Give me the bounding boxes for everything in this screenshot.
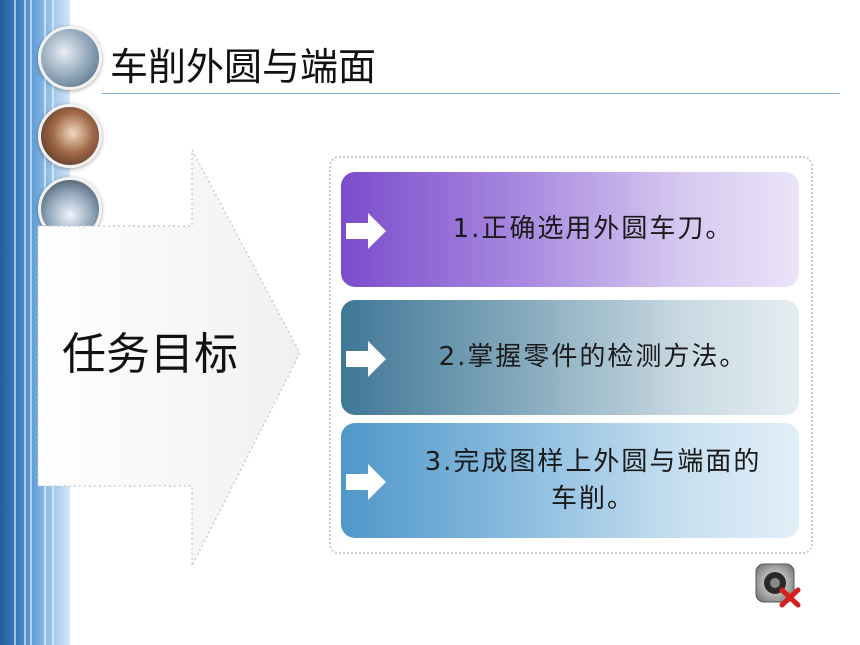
goal-item-text: 3.完成图样上外圆与端面的车削。: [424, 447, 762, 514]
right-arrow-icon: [346, 464, 386, 500]
sidebar-stripe: [24, 0, 26, 645]
right-arrow-icon: [346, 341, 386, 377]
sidebar-stripe: [14, 0, 16, 645]
goal-item-2: 2.掌握零件的检测方法。: [341, 300, 799, 415]
photo-circle-people: [38, 104, 102, 168]
big-arrow-shape: [37, 149, 301, 567]
goal-item-text: 1.正确选用外圆车刀。: [452, 214, 734, 245]
goal-item-3: 3.完成图样上外圆与端面的车削。: [341, 423, 799, 538]
speaker-mute-icon[interactable]: [754, 562, 802, 608]
goal-item-text: 2.掌握零件的检测方法。: [438, 342, 748, 373]
title-divider: [102, 93, 840, 94]
goal-label: 任务目标: [62, 329, 238, 380]
goal-item-1: 1.正确选用外圆车刀。: [341, 172, 799, 287]
slide-title: 车削外圆与端面: [110, 45, 377, 89]
items-panel: [329, 156, 813, 554]
right-arrow-icon: [346, 213, 386, 249]
sidebar-stripe: [30, 0, 32, 645]
photo-circle-tools: [38, 26, 102, 90]
